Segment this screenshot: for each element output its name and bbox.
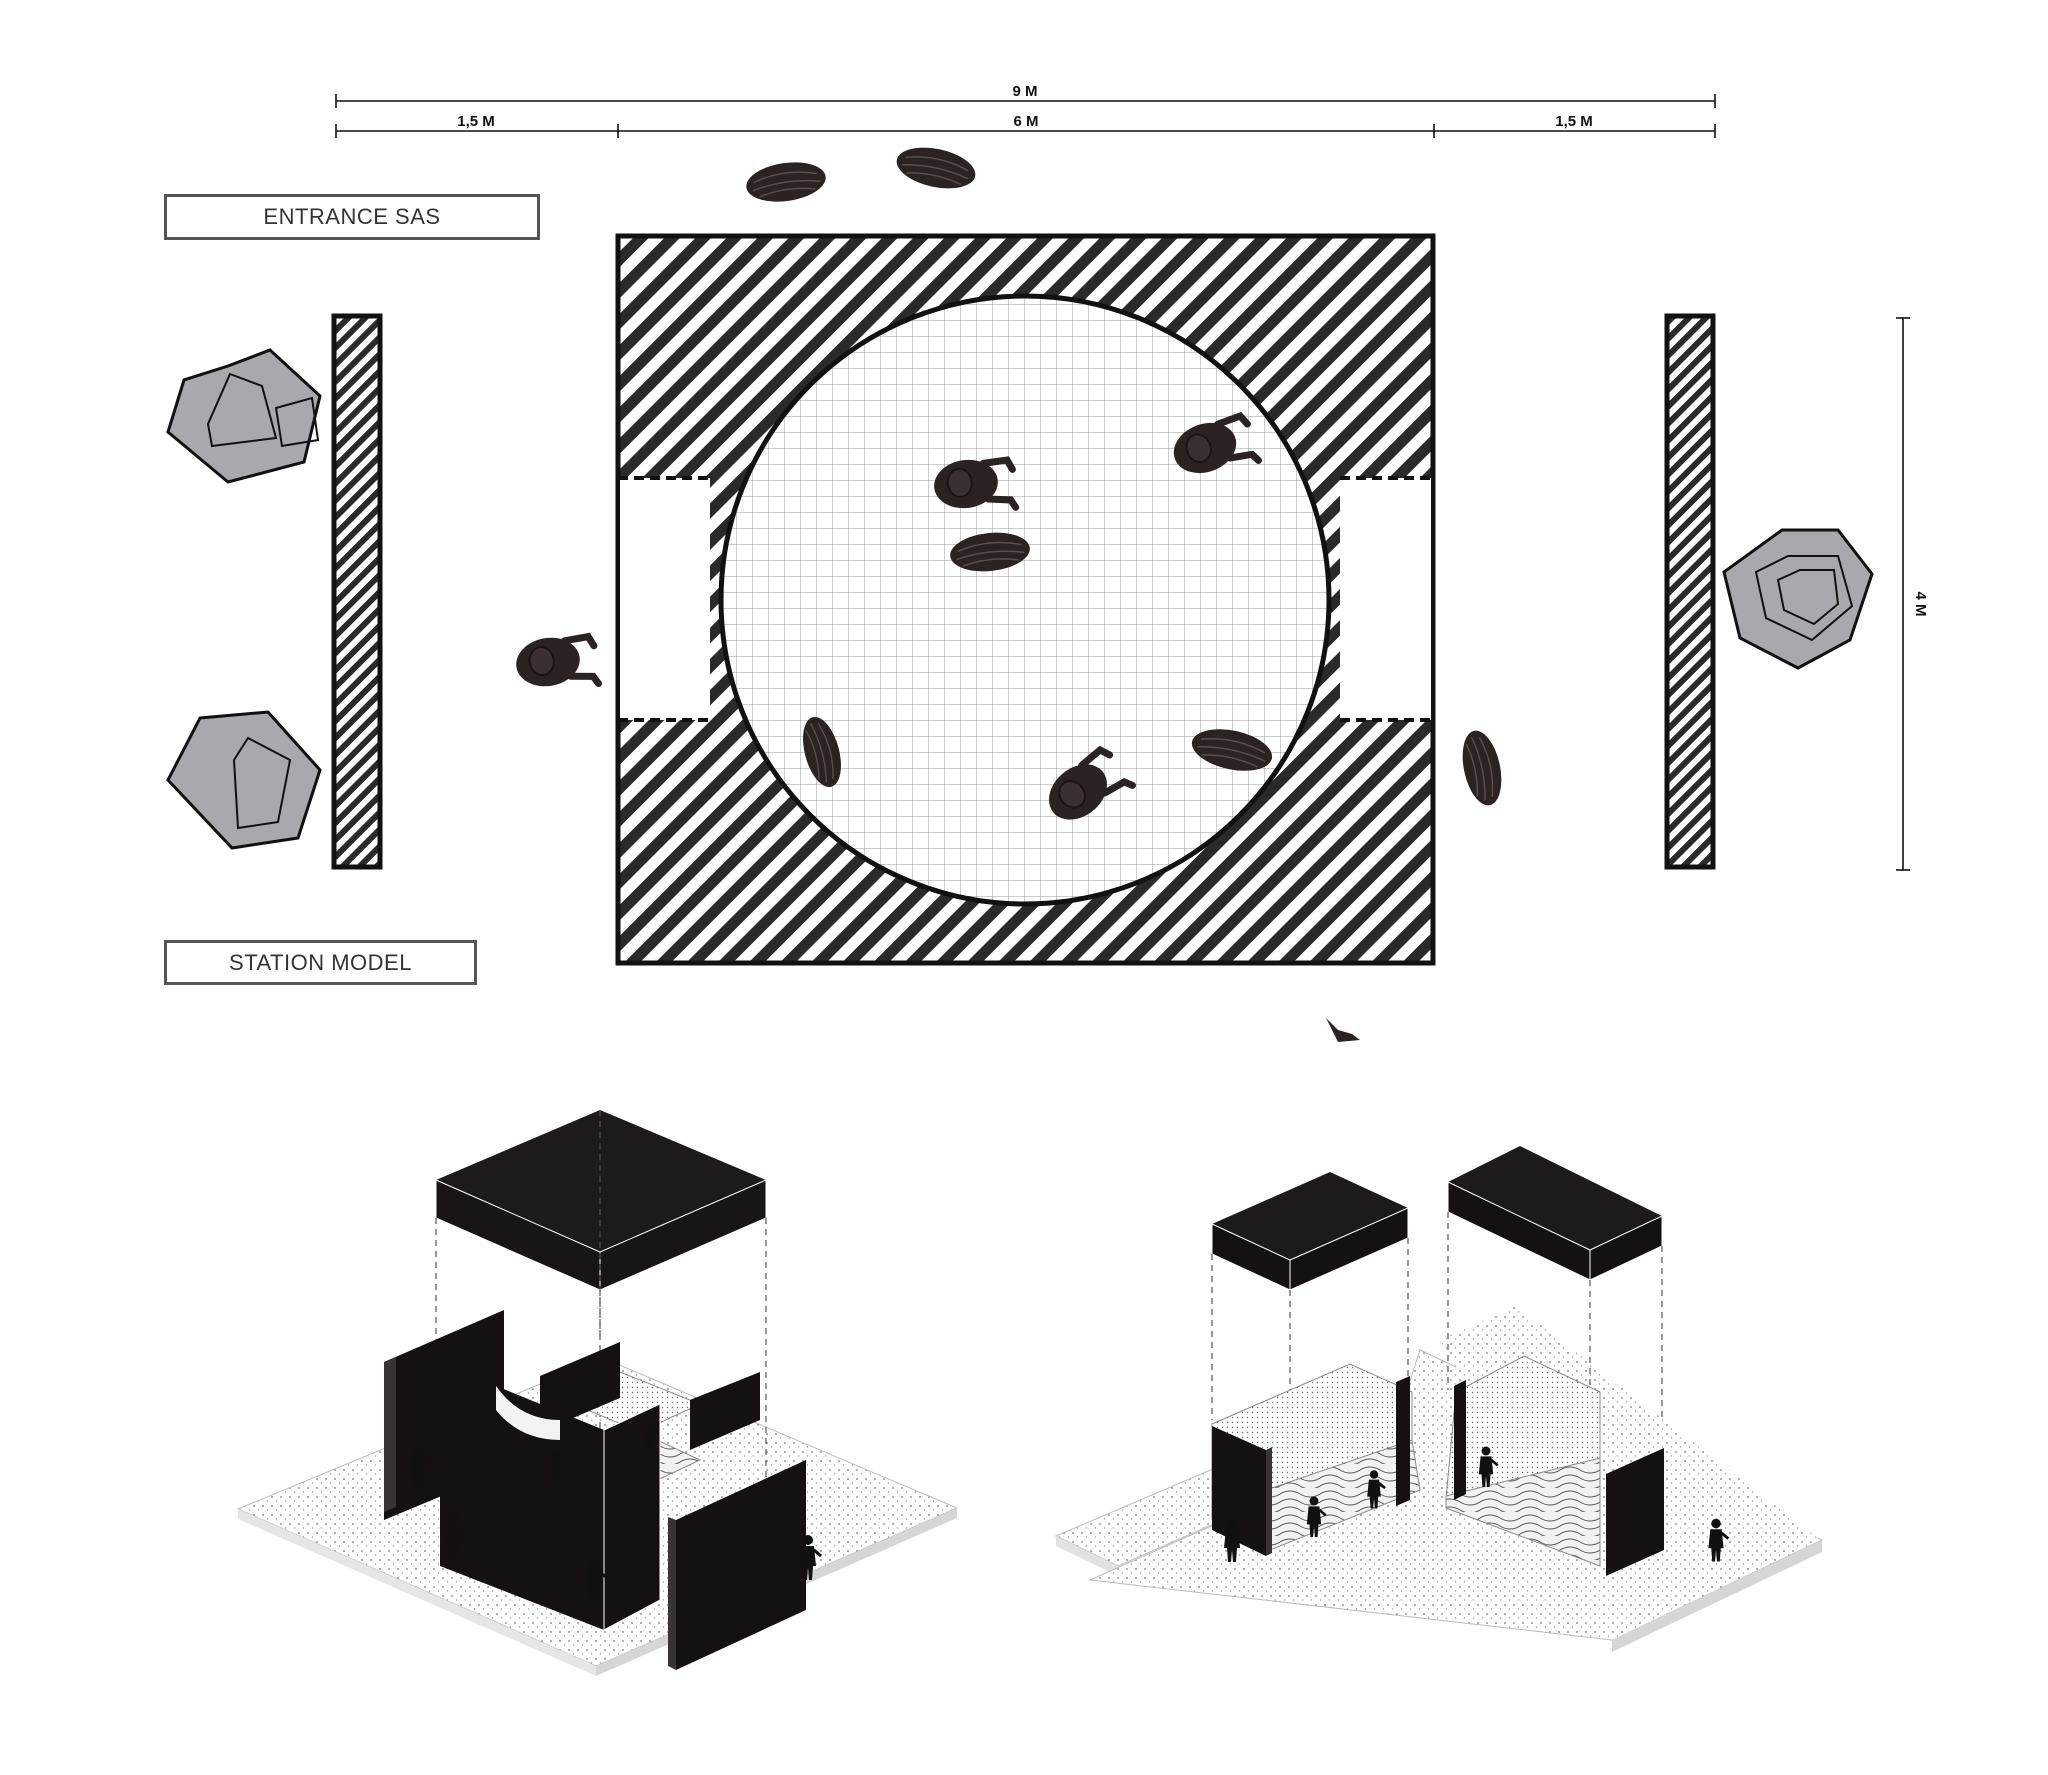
entrance-sas-label: ENTRANCE SAS <box>164 194 540 240</box>
axonometric-station-model <box>236 1110 959 1676</box>
dim-total-label: 9 M <box>1012 83 1037 100</box>
plan-main-enclosure <box>615 233 1436 966</box>
dim-left-label: 1,5 M <box>457 113 495 130</box>
station-model-label: STATION MODEL <box>164 940 477 985</box>
plan-right-wall <box>1664 313 1716 870</box>
dim-right-label: 1,5 M <box>1555 113 1593 130</box>
person-topdown-icon <box>512 409 1360 1042</box>
dimension-lines <box>335 94 1910 871</box>
dim-center-label: 6 M <box>1013 113 1038 130</box>
plan-left-wall <box>331 313 383 870</box>
hexagon-stone-icon <box>166 348 1874 850</box>
dim-height-label: 4 M <box>1912 591 1929 616</box>
axonometric-split-model <box>1054 1146 1824 1652</box>
